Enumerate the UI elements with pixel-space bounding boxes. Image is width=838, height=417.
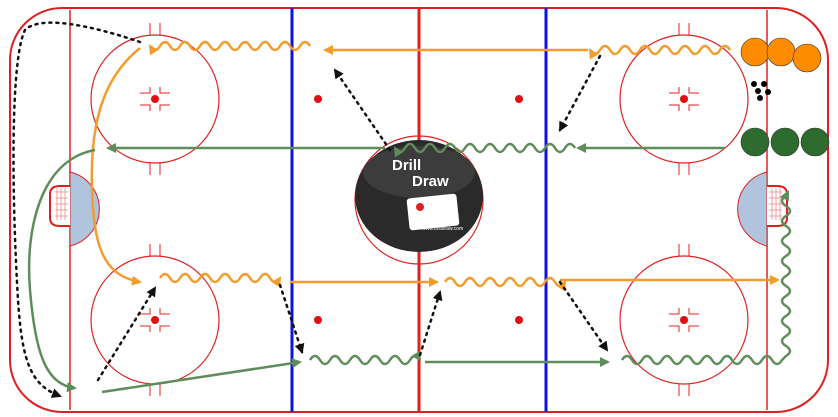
pass-line — [333, 68, 392, 152]
puck — [751, 81, 757, 87]
green-skate-curve-left — [27, 148, 96, 393]
neutral-dot — [314, 316, 322, 324]
green-player — [800, 127, 830, 157]
orange-player — [740, 37, 770, 67]
puck — [755, 88, 761, 94]
logo-brand-bottom: Draw — [412, 173, 449, 190]
pass-line — [418, 290, 443, 357]
puck — [761, 81, 767, 87]
green-player-group — [740, 127, 830, 157]
pass-line — [558, 280, 609, 352]
orange-skate-puck-bottom-1 — [158, 272, 282, 288]
puck — [757, 95, 763, 101]
orange-skate-puck-bottom-3 — [443, 276, 567, 292]
orange-skate-curve-left — [90, 47, 142, 286]
neutral-dot — [314, 95, 322, 103]
puck-group — [751, 81, 771, 101]
pass-line — [96, 286, 157, 382]
green-skate-puck-bottom-2 — [308, 350, 422, 366]
orange-skate-puck-top-left — [148, 40, 312, 56]
pass-line — [12, 21, 142, 398]
pass-line — [278, 283, 305, 354]
pass-lines — [12, 21, 609, 398]
faceoff-circle-top-left — [90, 23, 220, 175]
center-faceoff-circle — [354, 135, 484, 265]
green-player — [770, 127, 800, 157]
faceoff-circle-bottom-right — [619, 244, 749, 396]
green-skate-puck-bottom-4 — [620, 190, 792, 366]
puck — [765, 89, 771, 95]
orange-paths — [90, 40, 780, 292]
drilldraw-logo: Drill Draw www.drilldraw.com — [355, 140, 483, 252]
orange-player — [766, 37, 796, 67]
green-player — [740, 127, 770, 157]
faceoff-circle-top-right — [619, 23, 749, 175]
logo-brand-top: Drill — [392, 157, 421, 174]
green-skate-bottom-1 — [101, 358, 302, 394]
green-paths — [27, 142, 792, 394]
orange-skate-puck-top-right — [588, 44, 732, 60]
neutral-dot — [515, 95, 523, 103]
green-skate-puck-top-middle — [393, 142, 577, 158]
logo-url: www.drilldraw.com — [422, 226, 463, 232]
pass-line — [558, 54, 602, 132]
orange-player-group — [740, 37, 822, 73]
neutral-dot — [515, 316, 523, 324]
orange-player — [792, 43, 822, 73]
